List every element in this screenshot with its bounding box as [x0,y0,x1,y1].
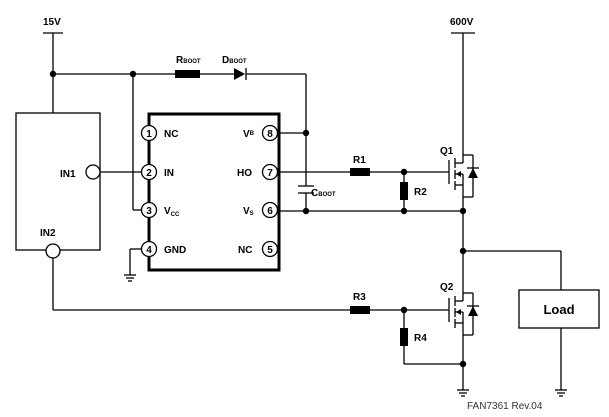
supply-15v-label: 15V [43,17,61,28]
r3-label: R3 [353,292,366,303]
footer-revision: FAN7361 Rev.04 [467,401,543,412]
rboot-resistor: RBOOT [175,55,201,78]
q2-mosfet: Q2 [440,282,479,390]
pin-8-number: 8 [267,129,273,140]
supply-15v: 15V [43,17,63,113]
gate-driver-ic: 1 NC 2 IN 3 VCC 4 GND 8 VB 7 HO 6 VS 5 N… [140,112,281,272]
pin-1 [140,124,158,142]
rboot-label-sub: BOOT [183,59,201,65]
load-block: Load [518,289,600,329]
pin-4-number: 4 [146,245,152,256]
r3-resistor: R3 [350,292,370,314]
q1-label: Q1 [440,146,454,157]
r4-label: R4 [414,333,427,344]
q2-ground [457,389,469,397]
svg-text:RBOOT: RBOOT [176,55,201,66]
in2-label: IN2 [40,228,56,239]
pin-6 [261,201,279,219]
pin-3-name-sub: CC [171,212,180,218]
supply-600v: 600V [450,17,475,155]
cboot-capacitor: CBOOT [298,185,336,199]
in1-terminal [85,164,101,180]
svg-text:VS: VS [243,206,254,217]
pin-5 [261,240,279,258]
pin-7-name: HO [237,168,252,179]
pin-5-number: 5 [267,245,273,256]
pin-8-name: V [243,129,250,140]
r2-resistor: R2 [400,172,427,211]
pin-6-name-sub: S [250,211,254,217]
svg-text:DBOOT: DBOOT [222,55,247,66]
in2-terminal [45,243,61,259]
pin-3-number: 3 [146,206,152,217]
pin-2-name: IN [164,168,174,179]
pin-1-number: 1 [146,129,152,140]
q1-mosfet: Q1 [440,146,479,211]
load-label: Load [543,302,574,317]
in1-label: IN1 [60,169,76,180]
pin-4 [140,240,158,258]
pin-7 [261,163,279,181]
controller-block: IN1 IN2 [15,112,101,259]
pin-2-number: 2 [146,168,152,179]
pin-6-number: 6 [267,206,273,217]
load-ground [555,389,567,397]
r4-resistor: R4 [400,310,427,364]
pin-7-number: 7 [267,168,273,179]
cboot-label: C [311,188,318,199]
cboot-label-sub: BOOT [318,192,336,198]
pin-6-name: V [243,206,250,217]
supply-600v-label: 600V [450,17,474,28]
pin-2 [140,163,158,181]
dboot-label-sub: BOOT [229,59,247,65]
r1-label: R1 [353,155,366,166]
dboot-diode: DBOOT [222,55,247,80]
svg-text:VB: VB [243,129,255,140]
pin-4-name: GND [164,245,186,256]
pin-1-name: NC [164,129,178,140]
pin-3 [140,201,158,219]
rboot-label: R [176,55,184,66]
pin-8 [261,124,279,142]
pin-5-name: NC [238,245,252,256]
svg-text:CBOOT: CBOOT [311,188,336,199]
r2-label: R2 [414,187,427,198]
q2-label: Q2 [440,282,454,293]
r1-resistor: R1 [350,155,370,176]
pin-3-name: V [164,206,171,217]
ic-ground [124,248,141,282]
dboot-label: D [222,55,229,66]
pin-8-name-sub: B [250,131,255,137]
svg-text:VCC: VCC [164,206,180,218]
